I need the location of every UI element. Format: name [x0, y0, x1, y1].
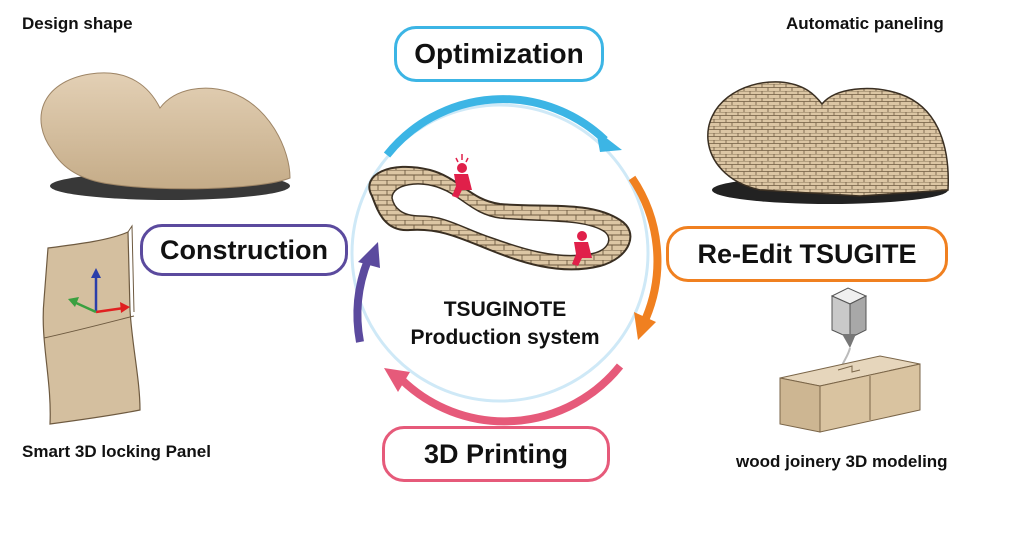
- optimization-arrow: [383, 95, 608, 158]
- center-title: TSUGINOTE: [443, 298, 567, 321]
- cycle-ring: [350, 103, 650, 403]
- wood-joinery-label: wood joinery 3D modeling: [736, 452, 948, 471]
- construction-arrow: [353, 258, 372, 343]
- wood-joinery-illustration: [779, 287, 921, 433]
- automatic-paneling-label: Automatic paneling: [786, 14, 944, 33]
- center-caption: TSUGINOTE Production system: [360, 296, 650, 352]
- worker-icon: [452, 154, 472, 198]
- re-edit-step: Re-Edit TSUGITE: [666, 226, 948, 282]
- design-shape-illustration: [40, 72, 291, 200]
- construction-step: Construction: [140, 224, 348, 276]
- optimization-step: Optimization: [394, 26, 604, 82]
- smart-panel-illustration: [42, 224, 141, 425]
- automatic-paneling-illustration: [707, 81, 949, 204]
- smart-panel-label: Smart 3D locking Panel: [22, 442, 211, 461]
- printing-step: 3D Printing: [382, 426, 610, 482]
- center-subtitle: Production system: [410, 326, 600, 349]
- re-edit-arrow: [628, 175, 662, 320]
- printing-arrow: [399, 363, 624, 426]
- design-shape-label: Design shape: [22, 14, 133, 33]
- tsuginote-wall-model: [368, 154, 632, 271]
- worker-icon: [572, 231, 592, 266]
